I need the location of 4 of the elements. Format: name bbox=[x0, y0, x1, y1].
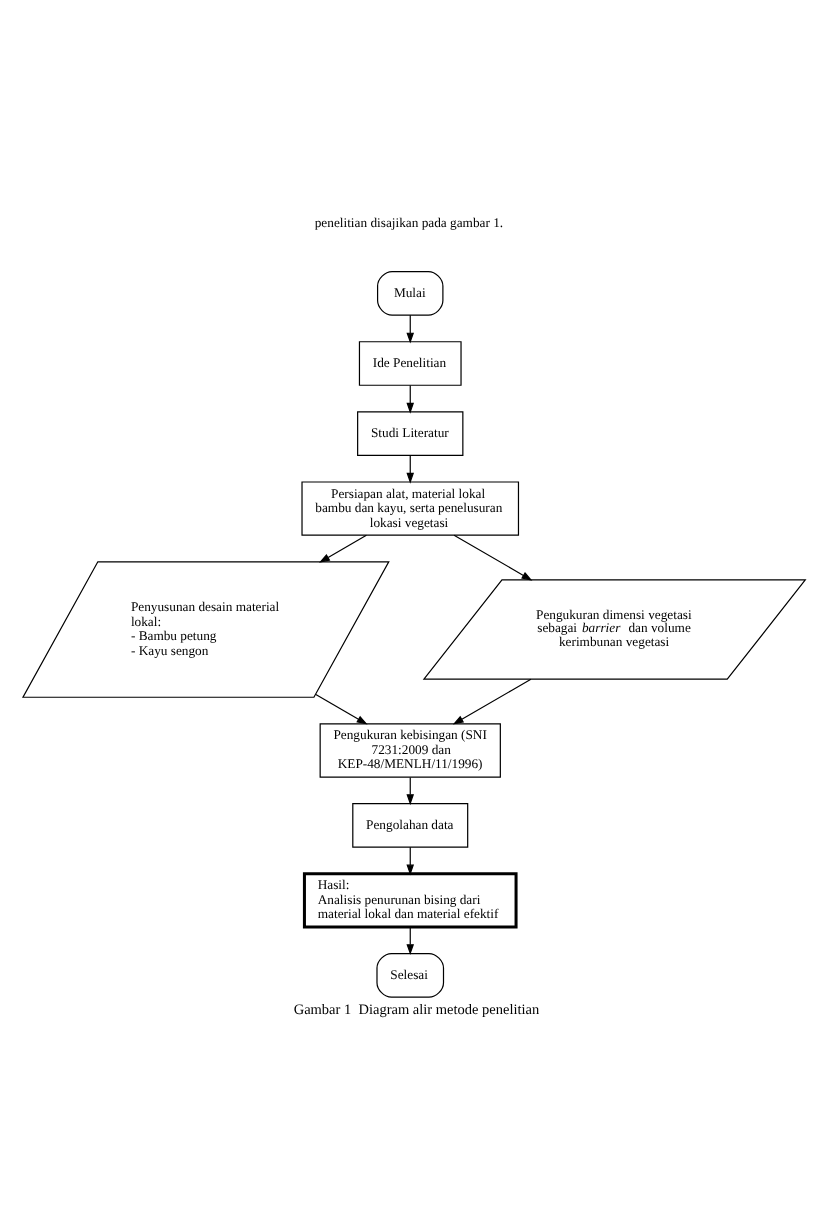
arrow bbox=[314, 693, 367, 725]
arrow bbox=[452, 534, 532, 581]
arrow bbox=[318, 534, 366, 563]
arrow bbox=[451, 678, 531, 725]
